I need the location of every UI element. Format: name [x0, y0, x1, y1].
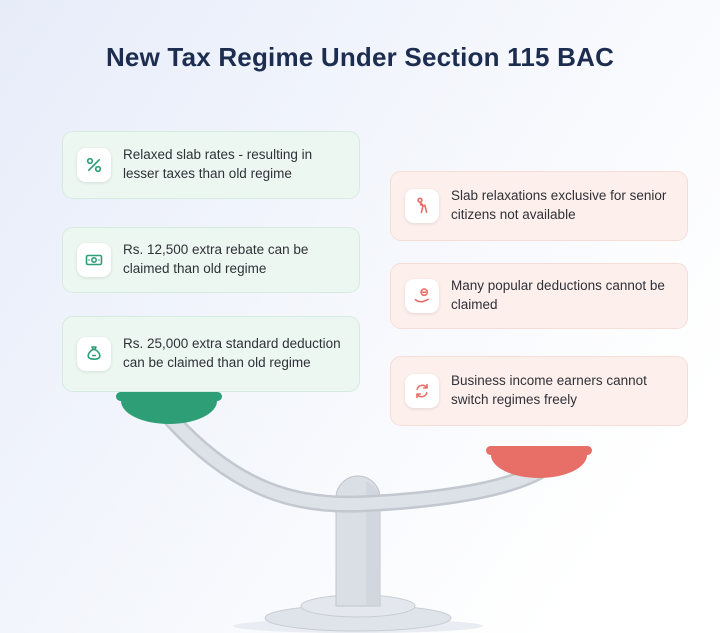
pro-card-extra-rebate: Rs. 12,500 extra rebate can be claimed t…: [62, 227, 360, 293]
pro-card-relaxed-slab-rates: Relaxed slab rates - resulting in lesser…: [62, 131, 360, 199]
pro-card-extra-standard-deduction: Rs. 25,000 extra standard deduction can …: [62, 316, 360, 392]
card-text: Rs. 12,500 extra rebate can be claimed t…: [123, 242, 309, 276]
banknote-icon: [77, 243, 111, 277]
percent-icon: [77, 148, 111, 182]
left-pan-lip: [116, 392, 222, 401]
page-title: New Tax Regime Under Section 115 BAC: [105, 42, 615, 72]
money-bag-icon: [77, 337, 111, 371]
senior-citizen-icon: [405, 189, 439, 223]
con-card-regime-switch-restriction: Business income earners cannot switch re…: [390, 356, 688, 426]
right-pan-bowl: [491, 455, 587, 478]
scale-pillar-shade: [366, 481, 380, 606]
card-text: Many popular deductions cannot be claime…: [451, 278, 665, 312]
left-pan-bowl: [121, 401, 217, 424]
right-pan-lip: [486, 446, 592, 455]
con-card-deductions-not-claimable: Many popular deductions cannot be claime…: [390, 263, 688, 329]
hand-coin-icon: [405, 279, 439, 313]
card-text: Relaxed slab rates - resulting in lesser…: [123, 147, 313, 181]
scale-beam: [166, 414, 544, 511]
switch-arrows-icon: [405, 374, 439, 408]
card-text: Business income earners cannot switch re…: [451, 373, 647, 407]
card-text: Rs. 25,000 extra standard deduction can …: [123, 336, 341, 370]
card-text: Slab relaxations exclusive for senior ci…: [451, 188, 667, 222]
con-card-senior-citizen-slab: Slab relaxations exclusive for senior ci…: [390, 171, 688, 241]
